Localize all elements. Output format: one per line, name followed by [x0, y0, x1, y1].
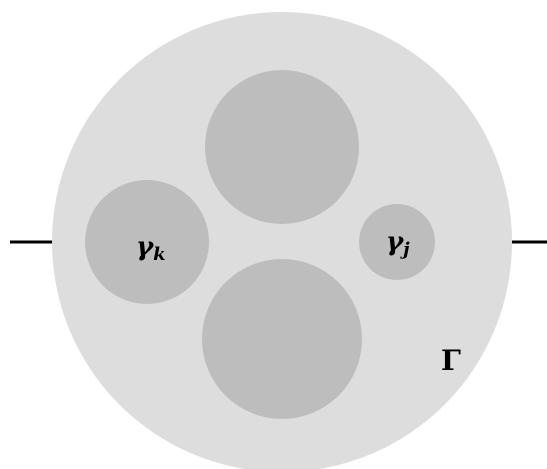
label-gamma-j: γj: [386, 227, 410, 260]
label-gamma-k: γk: [136, 232, 166, 265]
outer-domain-disk: [52, 12, 512, 469]
hole-gamma-k: [85, 180, 209, 304]
label-Gamma: Γ: [441, 344, 461, 377]
top-hole: [205, 70, 359, 224]
bottom-hole: [202, 259, 362, 419]
hole-gamma-j: [359, 204, 435, 280]
